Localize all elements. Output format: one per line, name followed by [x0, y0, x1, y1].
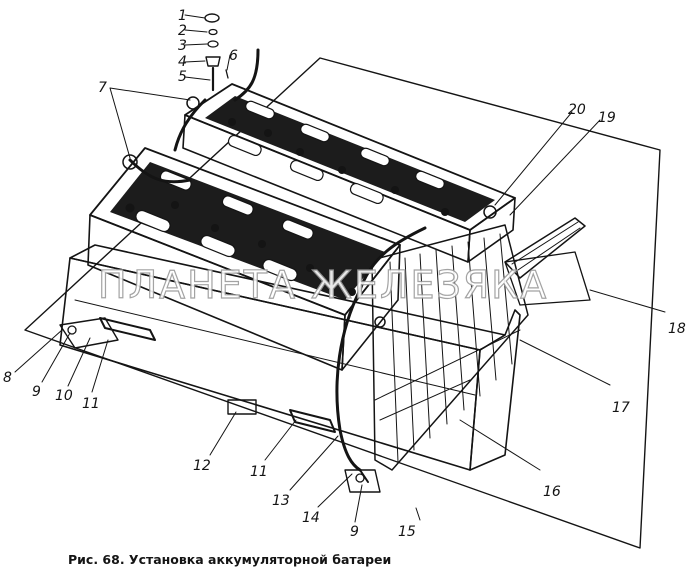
callout-labels: 1 2 3 4 5 6 7 8 9 10 11 12 11 13 14 9 15…: [3, 8, 686, 540]
callout-20: 20: [568, 102, 586, 118]
callout-4: 4: [178, 54, 187, 70]
terminal-hardware: [204, 13, 229, 92]
callout-19: 19: [598, 110, 616, 126]
callout-17: 17: [612, 400, 630, 416]
callout-7: 7: [98, 80, 107, 96]
callout-6: 6: [229, 48, 238, 64]
callout-11b: 11: [250, 464, 268, 480]
leader-lines: [14, 14, 666, 523]
callout-13: 13: [272, 493, 290, 509]
callout-12: 12: [193, 458, 211, 474]
callout-3: 3: [178, 38, 187, 54]
battery-rear: [182, 83, 516, 263]
battery-front: [87, 147, 401, 371]
mounting-plate: [24, 57, 661, 549]
callout-2: 2: [178, 23, 187, 39]
callout-16: 16: [543, 484, 561, 500]
callout-14: 14: [302, 510, 320, 526]
callout-18: 18: [668, 321, 686, 337]
callout-10: 10: [55, 388, 73, 404]
callout-9a: 9: [32, 384, 41, 400]
callout-15: 15: [398, 524, 416, 540]
cables: [128, 48, 427, 483]
callout-9b: 9: [350, 524, 359, 540]
figure-caption: Рис. 68. Установка аккумуляторной батаре…: [68, 552, 392, 567]
side-shield: [371, 224, 529, 471]
callout-11a: 11: [82, 396, 100, 412]
callout-8: 8: [3, 370, 12, 386]
callout-1: 1: [178, 8, 187, 24]
battery-tray: [59, 244, 521, 471]
watermark: ПЛАНЕТА ЖЕЛЕЗЯКА: [98, 263, 548, 307]
tray-hardware: [59, 96, 497, 493]
callout-5: 5: [178, 69, 187, 85]
bracket-plate: [504, 217, 591, 306]
